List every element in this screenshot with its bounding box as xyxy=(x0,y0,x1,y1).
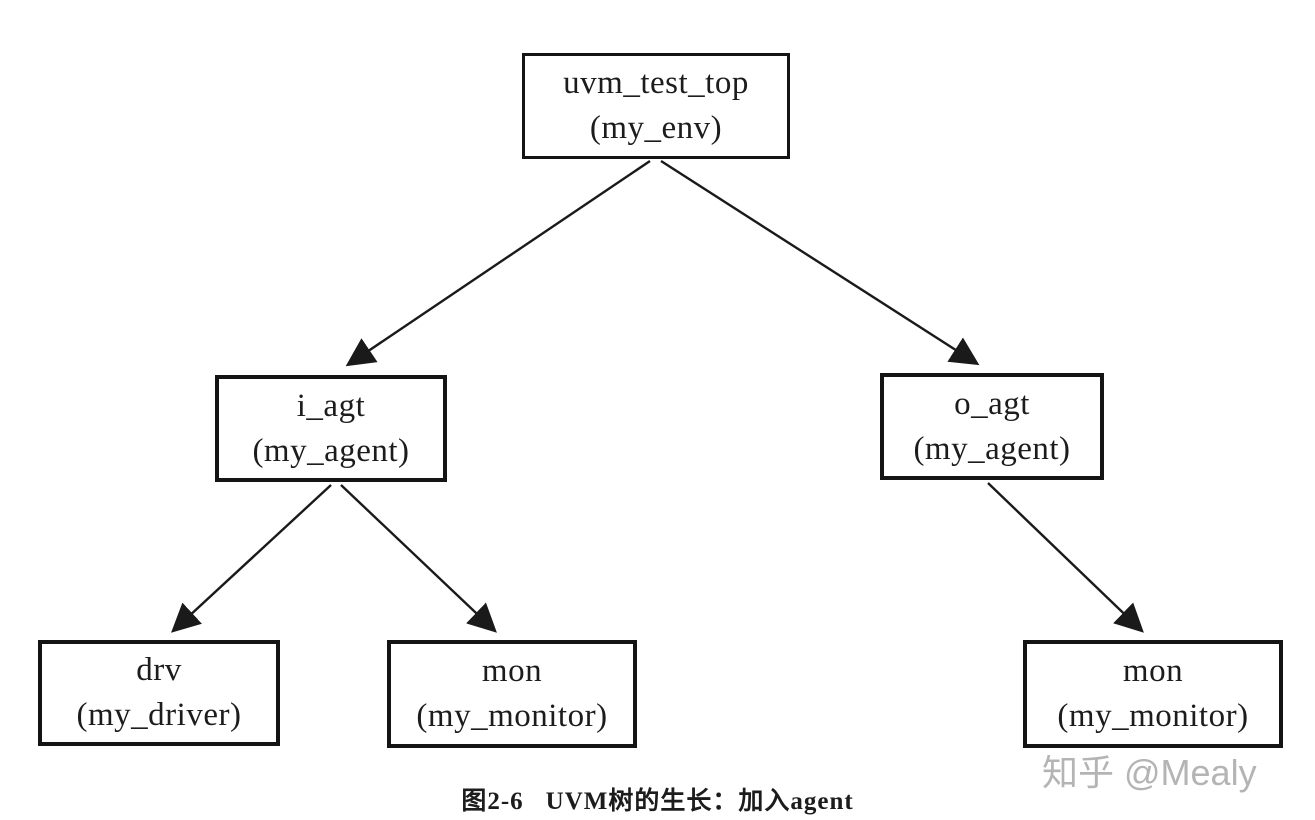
node-uvm-test-top-name: uvm_test_top xyxy=(563,65,749,102)
node-mon-input: mon (my_monitor) xyxy=(387,640,637,748)
node-drv-class: (my_driver) xyxy=(76,697,242,733)
figure-caption-label: 图2-6 xyxy=(461,788,524,815)
node-i-agt-class: (my_agent) xyxy=(252,432,410,469)
node-o-agt: o_agt (my_agent) xyxy=(880,373,1104,480)
node-i-agt: i_agt (my_agent) xyxy=(215,375,447,482)
node-uvm-test-top-class: (my_env) xyxy=(589,110,723,146)
edge-iagt-to-drv-arrow xyxy=(171,484,332,633)
edge-root-to-iagt-arrow xyxy=(345,160,651,367)
node-uvm-test-top: uvm_test_top (my_env) xyxy=(522,53,790,159)
edge-oagt-to-mon-arrow xyxy=(987,482,1144,633)
figure-caption: 图2-6 UVM树的生长：加入agent xyxy=(0,781,1315,817)
node-i-agt-name: i_agt xyxy=(296,387,366,424)
node-o-agt-class: (my_agent) xyxy=(913,430,1071,467)
zhihu-watermark: 知乎 @Mealy xyxy=(1042,752,1257,793)
node-drv: drv (my_driver) xyxy=(38,640,280,746)
node-mon-output: mon (my_monitor) xyxy=(1023,640,1283,748)
node-mon-output-class: (my_monitor) xyxy=(1057,698,1249,734)
edge-iagt-to-mon-arrow xyxy=(340,484,497,633)
node-mon-output-name: mon xyxy=(1122,653,1184,690)
node-mon-input-name: mon xyxy=(481,653,543,690)
figure-caption-text: UVM树的生长：加入agent xyxy=(545,788,854,815)
node-o-agt-name: o_agt xyxy=(954,385,1030,422)
edge-root-to-oagt-arrow xyxy=(660,159,980,366)
node-drv-name: drv xyxy=(136,652,182,689)
node-mon-input-class: (my_monitor) xyxy=(416,698,608,734)
